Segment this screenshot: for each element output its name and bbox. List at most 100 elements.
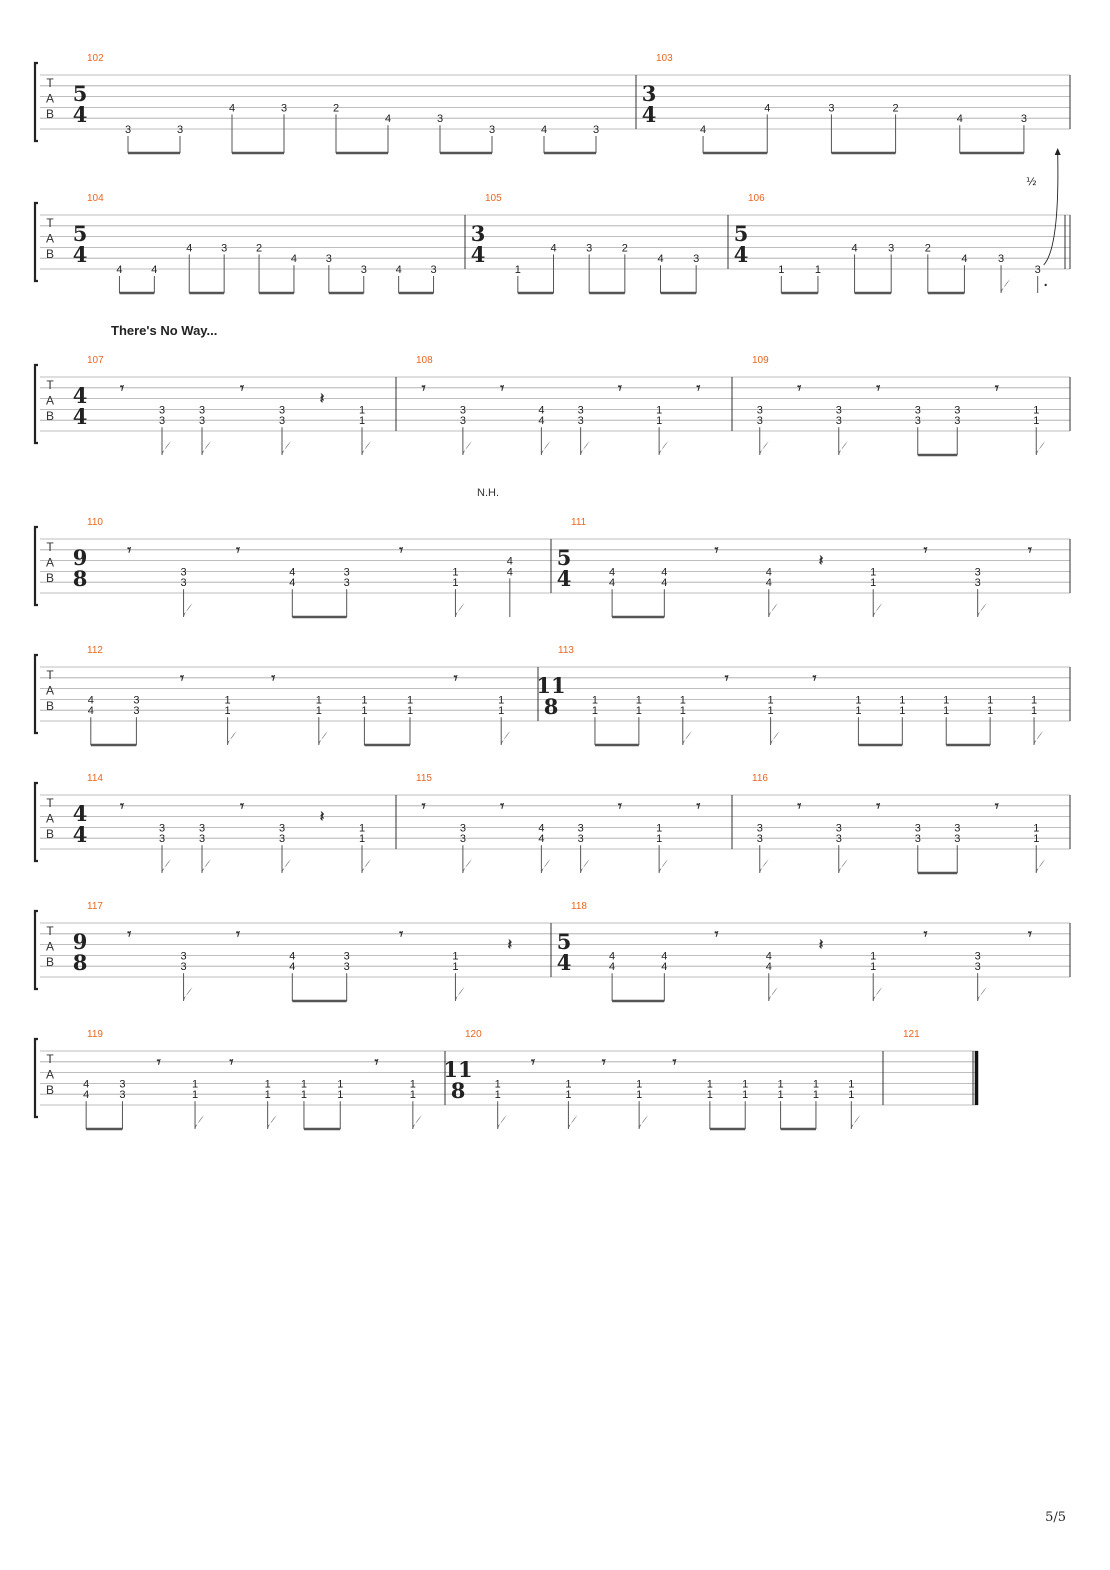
fret-number: 4: [291, 253, 297, 265]
time-signature-numerator: 5: [557, 929, 572, 954]
fret-number: 1: [1031, 705, 1037, 717]
fret-number: 4: [289, 577, 295, 589]
measure-number: 111: [571, 517, 587, 528]
fret-number: 4: [538, 404, 544, 416]
fret-number: 1: [848, 1089, 854, 1101]
fret-number: 3: [159, 415, 165, 427]
note-flag: [455, 603, 465, 617]
fret-number: 1: [1033, 404, 1039, 416]
fret-number: 4: [661, 961, 667, 973]
time-signature-numerator: 3: [642, 81, 657, 106]
fret-number: 1: [301, 1089, 307, 1101]
eighth-rest: 𝄾: [994, 379, 999, 397]
fret-number: 4: [88, 705, 94, 717]
fret-number: 1: [813, 1078, 819, 1090]
note-flag: [977, 987, 987, 1001]
measure-number: 113: [558, 645, 574, 656]
note-flag: [759, 859, 769, 873]
fret-number: 1: [410, 1078, 416, 1090]
note-flag: [838, 441, 848, 455]
note-flag: [851, 1115, 861, 1129]
fret-number: 1: [592, 705, 598, 717]
fret-number: 1: [498, 694, 504, 706]
fret-number: 3: [159, 822, 165, 834]
fret-number: 3: [344, 950, 350, 962]
note-flag: [497, 1115, 507, 1129]
fret-number: 3: [954, 415, 960, 427]
time-signature-denominator: 4: [557, 950, 572, 975]
eighth-rest: 𝄾: [156, 1053, 161, 1071]
fret-number: 3: [578, 415, 584, 427]
eighth-rest: 𝄾: [235, 541, 240, 559]
fret-number: 4: [766, 950, 772, 962]
fret-number: 3: [199, 415, 205, 427]
eighth-rest: 𝄾: [499, 379, 504, 397]
fret-number: 1: [870, 961, 876, 973]
fret-number: 4: [507, 556, 513, 568]
fret-number: 4: [609, 961, 615, 973]
eighth-rest: 𝄾: [398, 541, 403, 559]
eighth-rest: 𝄾: [179, 669, 184, 687]
fret-number: 1: [815, 264, 821, 276]
fret-number: 1: [407, 705, 413, 717]
tab-clef-letter: B: [46, 827, 54, 841]
eighth-rest: 𝄾: [695, 379, 700, 397]
fret-number: 1: [899, 694, 905, 706]
eighth-rest: 𝄾: [714, 541, 719, 559]
fret-number: 3: [836, 833, 842, 845]
measure-number: 116: [752, 773, 768, 784]
note-flag: [1036, 441, 1046, 455]
time-signature-numerator: 5: [73, 221, 88, 246]
eighth-rest: 𝄾: [796, 379, 801, 397]
fret-number: 3: [159, 833, 165, 845]
note-flag: [977, 603, 987, 617]
fret-number: 1: [778, 1089, 784, 1101]
fret-number: 1: [987, 694, 993, 706]
measure-number: 120: [465, 1029, 482, 1040]
fret-number: 1: [899, 705, 905, 717]
tab-system: TAB11444𝄾3333𝄾33𝄽11115𝄾33𝄾4433𝄾11𝄾11633𝄾…: [33, 773, 1071, 875]
fret-number: 3: [489, 124, 495, 136]
note-flag: [580, 859, 590, 873]
fret-number: 3: [199, 822, 205, 834]
measure-number: 105: [485, 193, 502, 204]
fret-number: 1: [870, 577, 876, 589]
tab-clef-letter: A: [46, 1068, 54, 1082]
tab-clef-letter: A: [46, 556, 54, 570]
tab-clef-letter: T: [46, 216, 54, 230]
eighth-rest: 𝄾: [812, 669, 817, 687]
fret-number: 3: [460, 415, 466, 427]
fret-number: 3: [586, 242, 592, 254]
fret-number: 4: [385, 113, 391, 125]
tab-clef-letter: A: [46, 92, 54, 106]
measure-number: 112: [87, 645, 103, 656]
tab-clef-letter: A: [46, 684, 54, 698]
time-signature-numerator: 5: [734, 221, 749, 246]
note-flag: [455, 987, 465, 1001]
tab-clef-letter: B: [46, 247, 54, 261]
fret-number: 1: [316, 705, 322, 717]
fret-number: 3: [344, 961, 350, 973]
quarter-rest: 𝄽: [819, 936, 824, 954]
fret-number: 3: [430, 264, 436, 276]
time-signature-denominator: 4: [73, 102, 88, 127]
note-flag: [412, 1115, 422, 1129]
fret-number: 1: [192, 1078, 198, 1090]
fret-number: 1: [636, 705, 642, 717]
time-signature-denominator: 8: [73, 566, 88, 591]
note-flag: [770, 731, 780, 745]
note-flag: [282, 441, 291, 455]
fret-number: 3: [757, 822, 763, 834]
fret-number: 4: [289, 566, 295, 578]
time-signature-denominator: 4: [557, 566, 572, 591]
fret-number: 2: [893, 102, 899, 114]
bend-amount-label: ½: [1026, 175, 1037, 188]
tab-clef-letter: A: [46, 940, 54, 954]
eighth-rest: 𝄾: [239, 379, 244, 397]
note-flag: [759, 441, 769, 455]
fret-number: 1: [265, 1089, 271, 1101]
note-flag: [1034, 731, 1044, 745]
